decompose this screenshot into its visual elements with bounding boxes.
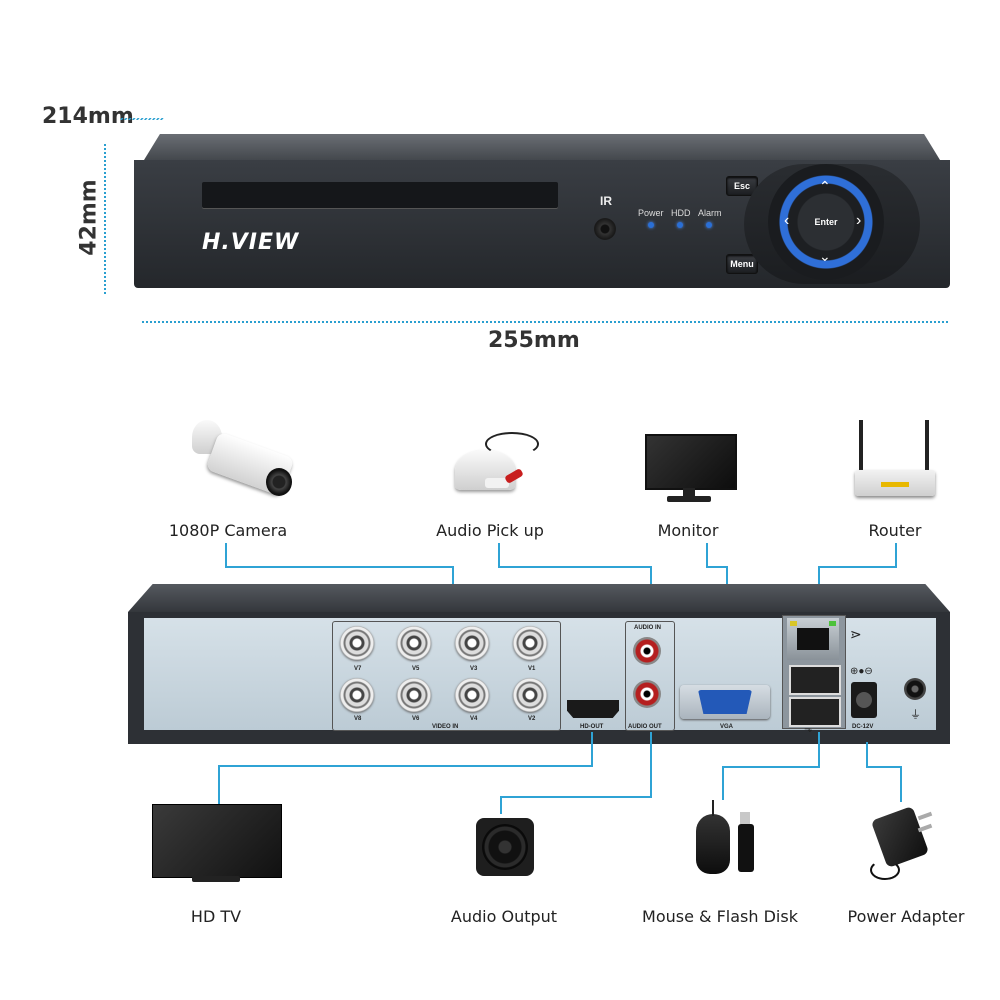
video-input-group bbox=[332, 621, 561, 731]
hdtv-connector bbox=[218, 765, 220, 805]
camera-icon bbox=[192, 420, 302, 502]
microphone-icon bbox=[455, 432, 545, 506]
audio-output-connector bbox=[500, 796, 652, 798]
power-label: DC-12V bbox=[852, 724, 874, 730]
video-input-v4[interactable] bbox=[455, 678, 489, 712]
speaker-icon bbox=[476, 818, 534, 876]
video-input-label-v6: V6 bbox=[412, 716, 420, 722]
video-input-label-v1: V1 bbox=[528, 666, 536, 672]
microphone-connector bbox=[498, 543, 500, 567]
usb-connector bbox=[722, 766, 820, 768]
video-input-label-v3: V3 bbox=[470, 666, 478, 672]
usb-port-1[interactable] bbox=[789, 665, 841, 695]
monitor-connector bbox=[706, 566, 728, 568]
ground-icon: ⏚ bbox=[910, 709, 921, 721]
audio-out-port[interactable] bbox=[633, 680, 661, 708]
disc-slot bbox=[202, 182, 558, 208]
enter-button[interactable]: Enter bbox=[814, 217, 838, 227]
router-label: Router bbox=[868, 521, 922, 540]
microphone-label: Audio Pick up bbox=[436, 521, 544, 540]
power-jack[interactable] bbox=[851, 682, 877, 718]
right-arrow-icon[interactable]: › bbox=[856, 212, 862, 229]
depth-dimension-label: 214mm bbox=[42, 104, 134, 129]
audio-out-label: AUDIO OUT bbox=[628, 724, 662, 730]
ethernet-port[interactable] bbox=[787, 618, 839, 660]
hdmi-port[interactable] bbox=[567, 700, 619, 718]
navigation-pad[interactable]: Enter ⌃ ⌄ ‹ › bbox=[768, 164, 884, 280]
audio-in-label: AUDIO IN bbox=[634, 625, 661, 631]
ir-label: IR bbox=[600, 194, 612, 208]
audio-output-connector bbox=[650, 732, 652, 798]
hdmi-label: HD-OUT bbox=[580, 724, 604, 730]
camera-connector bbox=[225, 543, 227, 567]
usb-connector bbox=[722, 766, 724, 800]
vga-port[interactable] bbox=[680, 685, 770, 719]
dvr-front-face: H.VIEW IR Power HDD Alarm Esc Menu Enter… bbox=[134, 160, 950, 288]
height-dimension-label: 42mm bbox=[76, 179, 102, 256]
video-input-v8[interactable] bbox=[340, 678, 374, 712]
power-led-label: Power bbox=[638, 208, 664, 218]
video-input-v2[interactable] bbox=[513, 678, 547, 712]
brand-logo: H.VIEW bbox=[202, 230, 300, 255]
vga-label: VGA bbox=[720, 724, 734, 730]
hdtv-connector bbox=[591, 732, 593, 767]
router-connector bbox=[895, 543, 897, 567]
video-input-v7[interactable] bbox=[340, 626, 374, 660]
hdd-led bbox=[677, 222, 683, 228]
alarm-led-label: Alarm bbox=[698, 208, 722, 218]
video-input-label-v5: V5 bbox=[412, 666, 420, 672]
mouse-flash-icon bbox=[696, 800, 768, 878]
usb-icon: ⬎ bbox=[804, 724, 813, 735]
usb-connector bbox=[818, 732, 820, 768]
power-connector bbox=[866, 742, 868, 768]
network-icon: ⋗ bbox=[850, 626, 862, 642]
power-led bbox=[648, 222, 654, 228]
usb-port-2[interactable] bbox=[789, 697, 841, 727]
ir-sensor-icon bbox=[594, 218, 616, 240]
monitor-label: Monitor bbox=[657, 521, 719, 540]
audio-output-connector bbox=[500, 796, 502, 814]
mouse-flash-label: Mouse & Flash Disk bbox=[642, 907, 798, 926]
video-input-label-v8: V8 bbox=[354, 716, 362, 722]
dc-polarity-icon: ⊕●⊖ bbox=[850, 666, 873, 677]
video-input-label-v4: V4 bbox=[470, 716, 478, 722]
ground-screw bbox=[904, 678, 926, 700]
video-input-v5[interactable] bbox=[397, 626, 431, 660]
dvr-front-view: H.VIEW IR Power HDD Alarm Esc Menu Enter… bbox=[134, 134, 950, 296]
router-connector bbox=[818, 566, 897, 568]
width-dimension-line bbox=[142, 321, 948, 323]
adapter-label: Power Adapter bbox=[847, 907, 965, 926]
camera-connector bbox=[225, 566, 454, 568]
dvr-rear-top-surface bbox=[128, 584, 950, 612]
hdtv-connector bbox=[218, 765, 593, 767]
tv-icon bbox=[152, 804, 282, 884]
power-connector bbox=[900, 766, 902, 802]
audio-in-port[interactable] bbox=[633, 637, 661, 665]
microphone-connector bbox=[498, 566, 652, 568]
video-input-v6[interactable] bbox=[397, 678, 431, 712]
menu-button[interactable]: Menu bbox=[726, 254, 758, 274]
hdd-led-label: HDD bbox=[671, 208, 691, 218]
tv-label: HD TV bbox=[190, 907, 242, 926]
adapter-icon bbox=[870, 804, 940, 882]
dvr-top-surface bbox=[144, 134, 940, 160]
alarm-led bbox=[706, 222, 712, 228]
video-input-label-v2: V2 bbox=[528, 716, 536, 722]
video-input-v3[interactable] bbox=[455, 626, 489, 660]
left-arrow-icon[interactable]: ‹ bbox=[784, 212, 790, 229]
width-dimension-label: 255mm bbox=[488, 328, 580, 353]
speaker-label: Audio Output bbox=[450, 907, 558, 926]
height-dimension-line bbox=[104, 144, 106, 294]
router-icon bbox=[855, 420, 935, 498]
video-in-label: VIDEO IN bbox=[432, 724, 459, 730]
audio-port-group bbox=[625, 621, 675, 731]
video-input-label-v7: V7 bbox=[354, 666, 362, 672]
monitor-connector bbox=[706, 543, 708, 567]
down-arrow-icon[interactable]: ⌄ bbox=[819, 248, 831, 264]
monitor-icon bbox=[645, 434, 737, 508]
power-connector bbox=[866, 766, 902, 768]
up-arrow-icon[interactable]: ⌃ bbox=[819, 178, 831, 194]
video-input-v1[interactable] bbox=[513, 626, 547, 660]
camera-label: 1080P Camera bbox=[168, 521, 288, 540]
